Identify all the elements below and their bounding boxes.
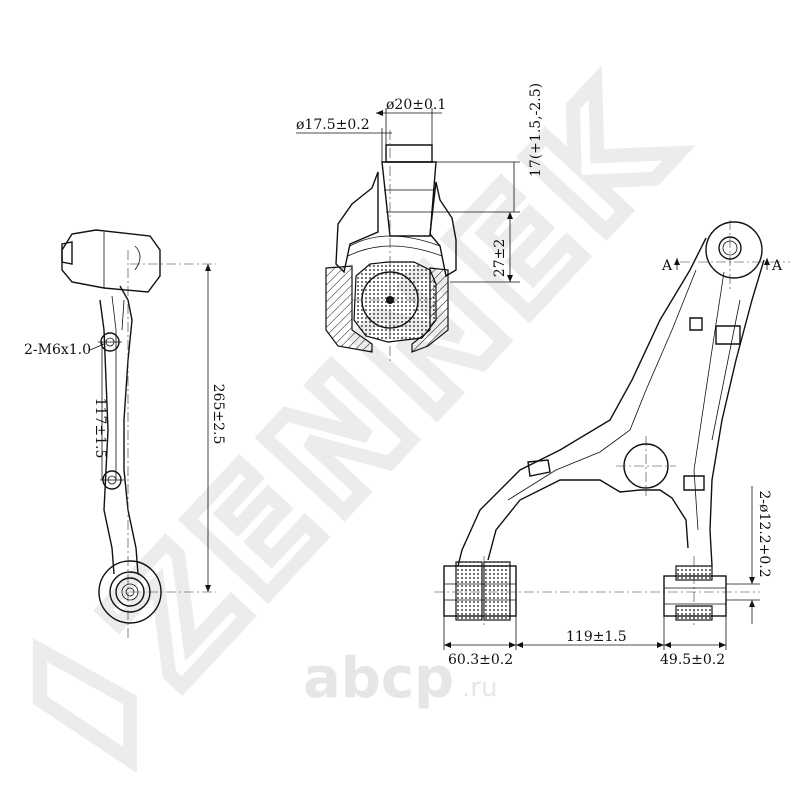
section-label-right: A [771,258,783,274]
top-view: A A [434,220,790,668]
side-length-dim: 265±2.5 [210,384,226,445]
top-ball-joint-eye [705,221,763,279]
stud-taper [381,161,437,237]
watermark-site-name: abcp [303,646,454,711]
bushing-spacing-dim: 119±1.5 [566,629,627,645]
left-bushing [443,561,517,621]
section-label-left: A [661,258,673,274]
boot-right [429,181,457,278]
right-bushing [663,565,727,621]
side-ball-joint-housing [61,229,161,293]
ball-joint-dia-top: ø20±0.1 [386,97,446,113]
ball-joint-section: ø20±0.1 ø17.5±0.2 17(+1.5,-2.5) 27±2 [296,83,544,362]
bushing-right-width-dim: 49.5±0.2 [660,652,725,668]
watermark-chevron [33,638,137,774]
bushing-left-width-dim: 60.3±0.2 [448,652,513,668]
stud-top [385,144,433,163]
watermark-brand-text: ZENNEK [76,55,709,716]
side-arm-edge-right [119,285,139,575]
housing-left-hatch [325,265,373,353]
side-arm-edge-left [99,299,115,575]
side-stud-cap [61,241,73,265]
arm-outer-left-edge [457,237,707,567]
arm-inner-edge [487,479,689,561]
ball-joint-dia-outer: ø17.5±0.2 [296,117,370,133]
ball-joint-boot-height: 27±2 [492,239,508,277]
side-thread-callout: 2-M6x1.0 [24,342,91,358]
ball-joint-taper-height: 17(+1.5,-2.5) [528,83,544,177]
watermark-site-tld: .ru [462,673,497,703]
side-view: 265±2.5 117±1.5 2-M6x1.0 [24,229,226,640]
ball-seat [353,261,437,343]
arm-outer-right-edge [709,259,765,567]
watermark-site-logo: abcp .ru [303,646,497,711]
side-hole-spacing-dim: 117±1.5 [92,398,108,459]
boot-left [335,171,379,274]
bushing-bore-dim: 2-ø12.2+0.2 [756,490,772,577]
